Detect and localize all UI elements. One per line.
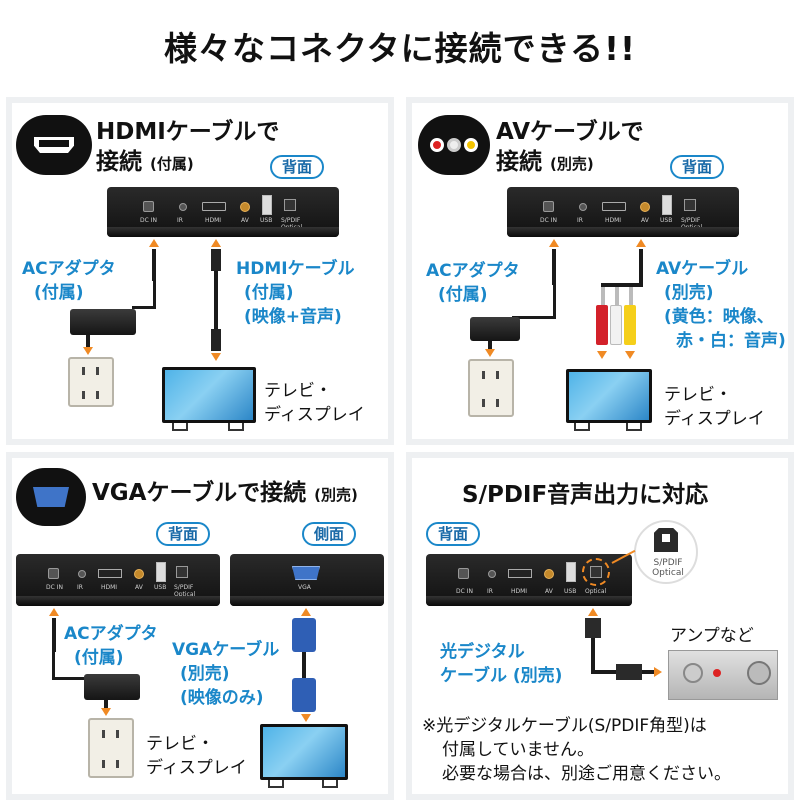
tv-label-line2: ディスプレイ (146, 758, 247, 778)
port-label: IR (177, 217, 183, 224)
port-label: USB (154, 584, 167, 591)
back-view-tag: 背面 (270, 155, 325, 179)
note-line-1: ※光デジタルケーブル(S/PDIF角型)は (422, 716, 707, 736)
vga-cable-label: VGAケーブル (172, 640, 280, 660)
port-label: USB (260, 217, 273, 224)
power-outlet (68, 357, 114, 407)
port-label: AV (545, 588, 553, 595)
media-player-box-side: VGA (230, 554, 384, 606)
hdmi-cable-note2: (映像+音声) (244, 307, 342, 327)
media-player-box: DC IN IR HDMI AV USB S/PDIF Optical (107, 187, 339, 237)
back-view-tag: 背面 (426, 522, 481, 546)
av-cable-note3: 赤・白：音声) (676, 331, 786, 351)
ac-adapter-note: (付属) (438, 285, 488, 305)
port-label: DC IN (46, 584, 63, 591)
av-panel: AVケーブルで 接続 (別売) 背面 DC IN IR HDMI AV USB … (406, 97, 794, 445)
port-label: AV (135, 584, 143, 591)
tv-display (260, 724, 348, 788)
port-label: DC IN (140, 217, 157, 224)
tv-label: テレビ・ (146, 734, 214, 754)
amplifier-label: アンプなど (670, 626, 754, 646)
tv-label: テレビ・ (664, 385, 732, 405)
port-label: IR (487, 588, 493, 595)
tv-display (162, 367, 256, 431)
tv-display (566, 369, 652, 431)
port-label: HDMI (205, 217, 222, 224)
port-label: DC IN (456, 588, 473, 595)
hdmi-cable-note: (付属) (244, 283, 294, 303)
port-label: Optical (585, 588, 607, 595)
port-label: AV (641, 217, 649, 224)
amplifier (668, 650, 778, 700)
port-label: IR (77, 584, 83, 591)
port-label: HDMI (605, 217, 622, 224)
av-panel-title: AVケーブルで (496, 119, 644, 145)
back-view-tag: 背面 (670, 155, 725, 179)
tv-label-line2: ディスプレイ (264, 405, 365, 425)
ac-adapter (70, 309, 136, 335)
power-outlet (468, 359, 514, 417)
av-cable-note: (別売) (664, 283, 714, 303)
tv-label-line2: ディスプレイ (664, 409, 765, 429)
hdmi-panel-title-line2: 接続 (付属) (96, 149, 194, 175)
vga-cable-note2: (映像のみ) (180, 688, 264, 708)
ac-adapter-label: ACアダプタ (64, 624, 158, 644)
rca-jacks-icon (418, 115, 490, 175)
page-headline: 様々なコネクタに接続できる!! (163, 29, 637, 68)
media-player-box: DC IN IR HDMI AV USB S/PDIF Optical (507, 187, 739, 237)
port-label: AV (241, 217, 249, 224)
vga-panel: VGAケーブルで接続 (別売) 背面 側面 DC IN IR HDMI AV U… (6, 452, 394, 800)
media-player-box: DC IN IR HDMI AV USB Optical (426, 554, 632, 606)
ac-adapter (470, 317, 520, 341)
hdmi-panel: HDMIケーブルで 接続 (付属) 背面 DC IN IR HDMI AV US… (6, 97, 394, 445)
av-cable-label: AVケーブル (656, 259, 749, 279)
port-label: USB (564, 588, 577, 595)
media-player-box: DC IN IR HDMI AV USB S/PDIF Optical (16, 554, 220, 606)
ac-adapter-label: ACアダプタ (22, 259, 116, 279)
back-view-tag: 背面 (156, 522, 211, 546)
optical-port-icon: S/PDIF Optical (634, 520, 698, 584)
port-label: S/PDIF Optical (174, 584, 196, 598)
optical-badge-label2: Optical (652, 568, 684, 578)
optical-cable-label: 光デジタル (440, 642, 525, 662)
port-label: IR (577, 217, 583, 224)
hdmi-panel-title: HDMIケーブルで (96, 119, 280, 145)
side-view-tag: 側面 (302, 522, 357, 546)
av-panel-title-line2: 接続 (別売) (496, 149, 594, 175)
optical-cable-label2: ケーブル (別売) (440, 666, 563, 686)
optical-badge-label: S/PDIF (653, 558, 683, 568)
port-label: VGA (298, 584, 311, 591)
power-outlet (88, 718, 134, 778)
vga-cable-note: (別売) (180, 664, 230, 684)
vga-panel-title: VGAケーブルで接続 (別売) (92, 480, 358, 506)
ac-adapter-note: (付属) (34, 283, 84, 303)
ac-adapter-label: ACアダプタ (426, 261, 520, 281)
tv-label: テレビ・ (264, 381, 332, 401)
hdmi-port-icon (16, 115, 92, 175)
port-label: HDMI (511, 588, 528, 595)
ac-adapter (84, 674, 140, 700)
note-line-3: 必要な場合は、別途ご用意ください。 (442, 764, 731, 784)
vga-port-icon (16, 468, 86, 526)
port-label: HDMI (101, 584, 118, 591)
av-cable-note2: (黄色：映像、 (664, 307, 774, 327)
spdif-panel-title: S/PDIF音声出力に対応 (462, 482, 709, 508)
ac-adapter-note: (付属) (74, 648, 124, 668)
hdmi-cable-label: HDMIケーブル (236, 259, 355, 279)
port-label: USB (660, 217, 673, 224)
spdif-panel: S/PDIF音声出力に対応 背面 S/PDIF Optical DC IN IR… (406, 452, 794, 800)
note-line-2: 付属していません。 (442, 740, 594, 760)
port-label: DC IN (540, 217, 557, 224)
